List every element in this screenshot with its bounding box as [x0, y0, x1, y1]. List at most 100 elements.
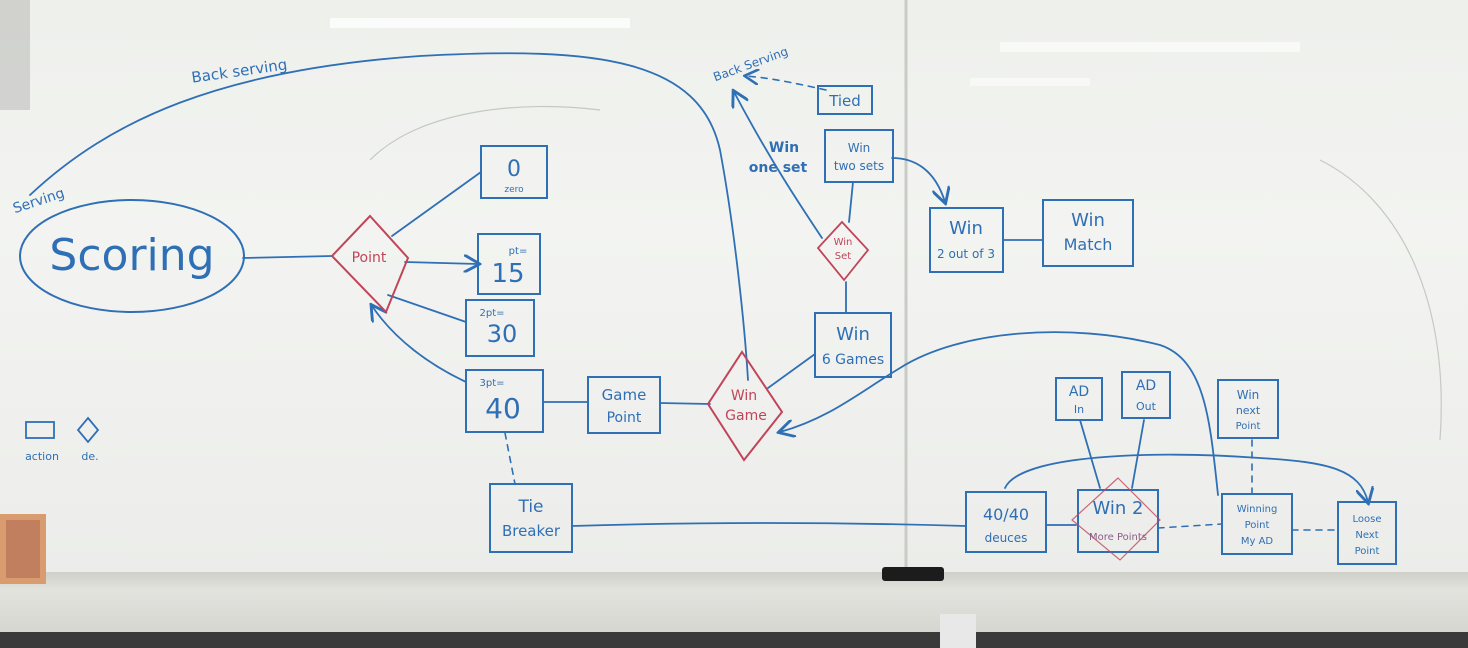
win-2-of-3-label-1: Win: [949, 218, 983, 239]
score-0-box: [480, 145, 548, 199]
score-30-value: 30: [487, 320, 518, 348]
score-0-sub: zero: [504, 185, 524, 195]
score-0-value: 0: [507, 157, 521, 182]
win-match-label-1: Win: [1071, 210, 1105, 231]
point-to-30-line: [387, 294, 467, 323]
winning-point-label-1: Winning: [1237, 504, 1278, 515]
legend-action-label: action: [25, 450, 59, 463]
legend-action-symbol: [25, 421, 55, 439]
winning-point-label-3: My AD: [1241, 536, 1274, 547]
legend-decision-symbol: [76, 416, 100, 444]
tied-to-back-serving-dashed: [746, 76, 827, 91]
game-point-to-win-game-line: [659, 402, 711, 405]
glare: [970, 78, 1090, 86]
tie-breaker-to-deuce-line: [571, 522, 967, 527]
point-label: Point: [352, 250, 387, 266]
tied-box: [817, 85, 873, 115]
score-15-sub: pt=: [509, 246, 528, 257]
deuce-box: [965, 491, 1047, 553]
winning-point-box: [1221, 493, 1293, 555]
win-next-point-label-2: next: [1236, 404, 1261, 417]
erased-scribble: [0, 0, 30, 110]
40-to-point-arrow: [372, 306, 467, 383]
win-set-label-2: Set: [835, 251, 852, 262]
win-set-to-two-sets-line: [848, 181, 854, 223]
win-game-label-2: Game: [725, 408, 767, 424]
win-game-label-1: Win: [731, 388, 757, 404]
two-sets-to-win-2-of-3-arrow: [891, 157, 945, 202]
win-2-points-label-2: More Points: [1089, 532, 1147, 543]
win-match-label-2: Match: [1064, 235, 1113, 254]
score-40-value: 40: [485, 392, 521, 425]
score-30-box: [465, 299, 535, 357]
win-next-point-box: [1217, 379, 1279, 439]
ad-in-box: [1055, 377, 1103, 421]
point-to-0-line: [391, 171, 482, 237]
ad-in-label-1: AD: [1069, 384, 1089, 400]
back-serving-annotation: Back serving: [190, 55, 288, 86]
glare: [330, 18, 630, 28]
deuce-to-lose-next-point-arrow: [1004, 453, 1368, 502]
ad-out-to-win-2-line: [1131, 419, 1145, 489]
back-serving-annotation-2: Back Serving: [711, 44, 790, 84]
wall-base: [0, 632, 1468, 648]
win-6-games-box: [814, 312, 892, 378]
legend-decision-label: de.: [81, 450, 98, 463]
game-point-label-2: Point: [607, 410, 642, 426]
win-2-to-winning-point-dashed: [1157, 523, 1223, 529]
score-30-sub: 2pt=: [479, 308, 504, 319]
win-set-decision: [816, 220, 870, 282]
scoring-to-point-line: [242, 255, 333, 259]
deuce-label-1: 40/40: [983, 505, 1029, 524]
erased-line: [1319, 159, 1442, 441]
scoring-node: [19, 199, 245, 313]
ad-in-label-2: In: [1074, 403, 1084, 416]
40-to-tie-breaker-dashed: [504, 432, 516, 485]
tie-breaker-box: [489, 483, 573, 553]
erased-line: [369, 105, 601, 161]
win-set-label-1: Win: [834, 237, 853, 248]
score-15-value: 15: [491, 259, 524, 289]
tie-breaker-label-2: Breaker: [502, 522, 561, 540]
win-2-of-3-label-2: 2 out of 3: [937, 247, 995, 261]
win-one-set-label-2: one set: [749, 160, 808, 176]
winning-point-to-win-game-arrow: [780, 331, 1219, 496]
eraser: [882, 567, 944, 581]
serving-annotation: Serving: [11, 185, 67, 217]
lose-next-point-label-3: Point: [1355, 546, 1380, 557]
ad-out-box: [1121, 371, 1171, 419]
win-2-decision-sketch: [1071, 477, 1161, 561]
marker-tray: [0, 572, 1468, 632]
win-game-to-6-games-line: [767, 353, 816, 389]
ad-out-label-2: Out: [1136, 400, 1157, 413]
scoring-label: Scoring: [49, 230, 214, 281]
win-set-to-back-serving-arrow: [734, 92, 823, 239]
win-two-sets-label-2: two sets: [834, 159, 884, 173]
back-serving-arrow: [29, 52, 749, 381]
ad-in-to-win-2-line: [1079, 419, 1101, 489]
deuce-label-2: deuces: [985, 531, 1028, 545]
score-40-box: [465, 369, 544, 433]
win-game-decision: [706, 350, 784, 462]
win-two-sets-label-1: Win: [848, 141, 871, 155]
win-one-set-label-1: Win: [769, 140, 799, 156]
win-6-games-label-1: Win: [836, 324, 870, 345]
win-two-sets-box: [824, 129, 894, 183]
game-point-label-1: Game: [602, 386, 647, 404]
poster-art: [6, 520, 40, 578]
point-to-15-arrow: [404, 262, 478, 264]
point-decision: [330, 214, 410, 314]
lose-next-point-box: [1337, 501, 1397, 565]
lose-next-point-label-1: Loose: [1353, 514, 1382, 525]
win-next-point-label-1: Win: [1237, 388, 1260, 402]
lose-next-point-label-2: Next: [1355, 530, 1378, 541]
win-6-games-label-2: 6 Games: [822, 352, 884, 368]
score-15-box: [477, 233, 541, 295]
win-2-points-label-1: Win 2: [1093, 498, 1144, 519]
wall-outlet: [940, 614, 976, 648]
glare: [1000, 42, 1300, 52]
tie-breaker-label-1: Tie: [517, 497, 543, 517]
winning-point-label-2: Point: [1245, 520, 1270, 531]
win-match-box: [1042, 199, 1134, 267]
